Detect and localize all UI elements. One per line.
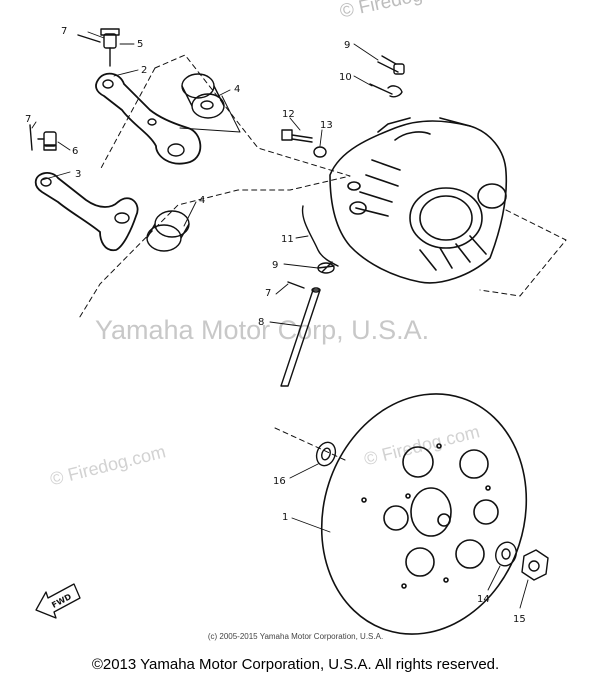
brake-pad-4-lower [146, 210, 190, 252]
washer-9-lower [317, 261, 335, 274]
bolt-12 [281, 129, 313, 143]
callout-7: 7 [61, 26, 67, 37]
callout-13: 13 [320, 120, 333, 131]
callout-4: 4 [234, 84, 240, 95]
callout-2: 2 [141, 65, 147, 76]
callout-9: 9 [272, 260, 278, 271]
cotter-pin-7-top [77, 34, 101, 43]
callout-11: 11 [281, 234, 294, 245]
pad-arm-group [29, 28, 351, 321]
bolt-6 [37, 131, 57, 151]
bleed-screw-9 [377, 55, 405, 75]
callout-9: 9 [344, 40, 350, 51]
pin-7-lower [287, 281, 305, 289]
caliper-body [329, 117, 508, 284]
cap-10 [369, 83, 403, 98]
washer-14 [495, 541, 517, 567]
arm-2 [95, 72, 202, 165]
bolt-5 [100, 28, 120, 67]
pad-4-leader [179, 95, 241, 133]
callout-6: 6 [72, 146, 78, 157]
callout-12: 12 [282, 109, 295, 120]
callout-7: 7 [265, 288, 271, 299]
callout-3: 3 [75, 169, 81, 180]
callout-1: 1 [282, 512, 288, 523]
callout-leaders [31, 31, 529, 609]
group-outline [77, 54, 351, 321]
callout-8: 8 [258, 317, 264, 328]
callout-numbers: 7 5 2 4 7 6 3 4 9 10 12 13 11 9 7 8 16 1… [25, 26, 526, 625]
nut-15 [521, 549, 549, 581]
copyright-footer: ©2013 Yamaha Motor Corporation, U.S.A. A… [91, 656, 500, 673]
brake-disc-1 [320, 393, 528, 635]
callout-5: 5 [137, 39, 143, 50]
arm-3 [34, 172, 139, 252]
shaft-8 [280, 287, 321, 387]
callout-14: 14 [477, 594, 490, 605]
callout-16: 16 [273, 476, 286, 487]
cotter-pin-7-left [29, 124, 33, 151]
callout-15: 15 [513, 614, 526, 625]
fwd-arrow-icon: FWD [35, 583, 81, 619]
callout-7: 7 [25, 114, 31, 125]
group-outline-left [99, 67, 156, 171]
washer-16 [315, 441, 337, 467]
brake-pad-4-upper [181, 73, 225, 119]
watermark-center: Yamaha Motor Corp, U.S.A. [95, 315, 430, 345]
caliper-outline-right [479, 209, 567, 297]
source-note: (c) 2005-2015 Yamaha Motor Corporation, … [207, 632, 384, 641]
callout-10: 10 [339, 72, 352, 83]
callout-4: 4 [199, 195, 205, 206]
nut-13 [313, 146, 327, 158]
exploded-parts-diagram: FWD 7 5 2 [25, 26, 567, 635]
caliper-to-disc-dashline [274, 427, 346, 461]
